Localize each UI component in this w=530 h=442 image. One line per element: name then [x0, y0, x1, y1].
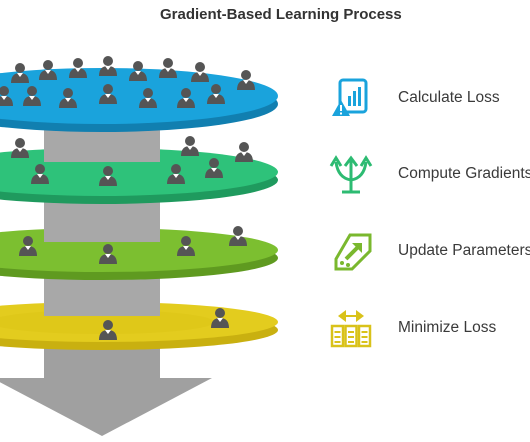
step-compute-gradients: Compute Gradients — [328, 152, 530, 196]
step-calculate-loss: Calculate Loss — [328, 76, 530, 120]
step-label: Minimize Loss — [398, 319, 497, 336]
diagram-title: Gradient-Based Learning Process — [160, 6, 402, 23]
step-label: Compute Gradients — [398, 165, 530, 182]
step-minimize-loss: Minimize Loss — [328, 306, 530, 350]
loss-warning-icon — [332, 78, 368, 116]
minimize-blocks-icon — [330, 310, 372, 348]
step-label: Update Parameters — [398, 242, 530, 259]
down-arrow — [0, 344, 212, 436]
gradient-arrows-icon — [329, 155, 373, 194]
step-label: Calculate Loss — [398, 89, 500, 106]
learning-funnel — [0, 56, 278, 436]
layer-minimize-loss — [0, 302, 278, 350]
step-update-parameters: Update Parameters — [328, 229, 530, 273]
update-arrow-icon — [334, 233, 372, 271]
